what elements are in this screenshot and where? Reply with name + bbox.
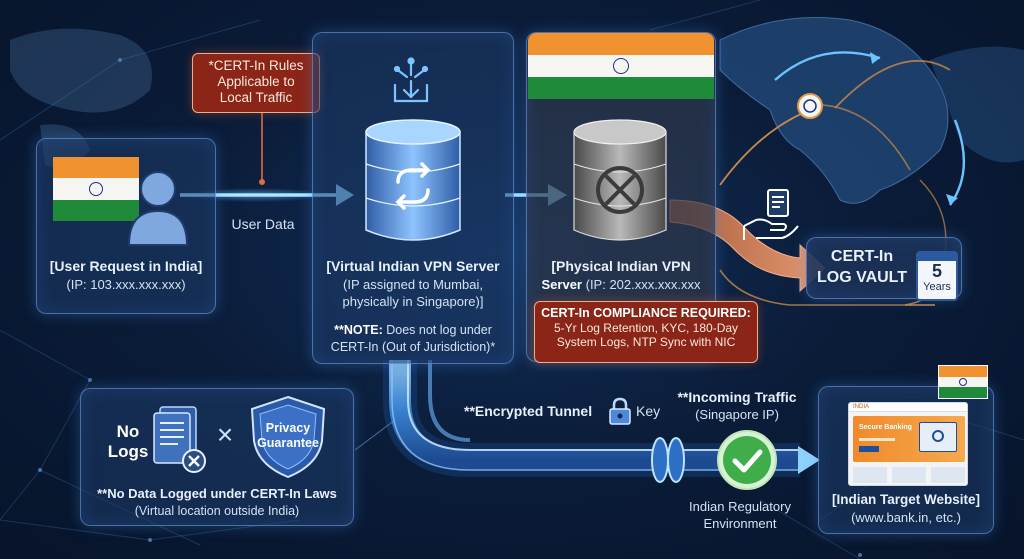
- site-monitor-icon: [919, 422, 957, 452]
- india-map-pin-icon: [797, 93, 823, 119]
- hand-document-icon: [743, 189, 799, 240]
- target-website-sub: (www.bank.in, etc.): [851, 510, 961, 525]
- regulatory-line1: Indian Regulatory: [689, 499, 791, 514]
- document-x-icon: [153, 406, 206, 473]
- cert-in-rules-callout: *CERT-In Rules Applicable to Local Traff…: [192, 53, 320, 113]
- privacy-badge-text: Privacy Guarantee: [252, 421, 324, 451]
- compliance-title: CERT-In COMPLIANCE REQUIRED:: [541, 306, 751, 320]
- log-vault-line2: LOG VAULT: [816, 269, 908, 286]
- lock-icon: [609, 397, 631, 425]
- times-divider-icon: ×: [216, 419, 234, 450]
- key-label: Key: [636, 403, 661, 419]
- virtual-server-line: (IP assigned to Mumbai,: [343, 277, 483, 292]
- user-request-panel: [36, 138, 216, 314]
- note-text: Does not log under: [382, 323, 492, 337]
- virtual-server-title: [Virtual Indian VPN Server: [326, 258, 500, 274]
- physical-server-database-icon: [573, 119, 667, 241]
- calendar-5-years-icon: 5 Years: [916, 251, 958, 301]
- user-avatar-icon: [127, 171, 189, 246]
- india-flag-banner-icon: [528, 33, 714, 99]
- no-logs-line: Logs: [107, 442, 149, 462]
- cert-rules-line: *CERT-In Rules: [208, 58, 304, 73]
- encrypted-tunnel-label: **Encrypted Tunnel: [464, 403, 593, 419]
- virtual-server-database-icon: [365, 119, 461, 241]
- user-panel-title: [User Request in India]: [49, 258, 203, 274]
- cert-rules-line: Applicable to: [217, 74, 295, 90]
- check-circle-icon: [717, 430, 777, 490]
- log-vault-line1: CERT-In: [830, 248, 894, 265]
- india-flag-icon: [53, 157, 139, 221]
- note-prefix: **NOTE:: [334, 323, 383, 337]
- physical-server-title: [Physical Indian VPN: [551, 258, 691, 274]
- privacy-shield-icon: [250, 395, 326, 479]
- no-logs-line: No: [116, 422, 140, 441]
- no-logs-label: No Logs: [100, 422, 156, 463]
- virtual-server-note: **NOTE: Does not log under: [312, 323, 514, 338]
- india-map: [719, 17, 1024, 204]
- compliance-line: System Logs, NTP Sync with NIC: [556, 335, 736, 350]
- privacy-badge-line: Guarantee: [257, 436, 319, 450]
- incoming-traffic-ip: (Singapore IP): [695, 407, 779, 422]
- encrypted-tunnel-tube: [383, 360, 820, 483]
- privacy-badge-line: Privacy: [265, 421, 311, 435]
- physical-server-ip: Server (IP: 202.xxx.xxx.xxx: [526, 277, 716, 293]
- cert-rules-line: Local Traffic: [219, 90, 293, 106]
- virtual-server-line: physically in Singapore)]: [342, 294, 484, 309]
- compliance-line: 5-Yr Log Retention, KYC, 180-Day: [553, 321, 739, 335]
- virtual-server-note-line2: CERT-In (Out of Jurisdiction)*: [330, 340, 496, 354]
- bank-website-thumbnail: INDIA Secure Banking: [848, 402, 968, 486]
- user-data-label: User Data: [231, 216, 295, 232]
- calendar-years-number: 5: [931, 261, 942, 281]
- regulatory-line2: Environment: [703, 516, 777, 531]
- calendar-years-label: Years: [923, 281, 951, 293]
- target-website-title: [Indian Target Website]: [831, 492, 980, 507]
- download-network-icon: [393, 57, 429, 103]
- privacy-caption-1: **No Data Logged under CERT-In Laws: [97, 486, 337, 501]
- compliance-required-callout: CERT-In COMPLIANCE REQUIRED: 5-Yr Log Re…: [534, 301, 758, 363]
- india-flag-small-icon: [938, 365, 988, 399]
- privacy-caption-2: (Virtual location outside India): [134, 504, 300, 518]
- site-brand: INDIA: [849, 403, 967, 412]
- physical-server-ip-text: (IP: 202.xxx.xxx.xxx: [582, 277, 701, 292]
- physical-server-label: Server: [541, 277, 582, 292]
- user-panel-ip: (IP: 103.xxx.xxx.xxx): [66, 277, 186, 292]
- site-banner-text: Secure Banking: [859, 424, 912, 431]
- incoming-traffic-label: **Incoming Traffic: [677, 389, 797, 405]
